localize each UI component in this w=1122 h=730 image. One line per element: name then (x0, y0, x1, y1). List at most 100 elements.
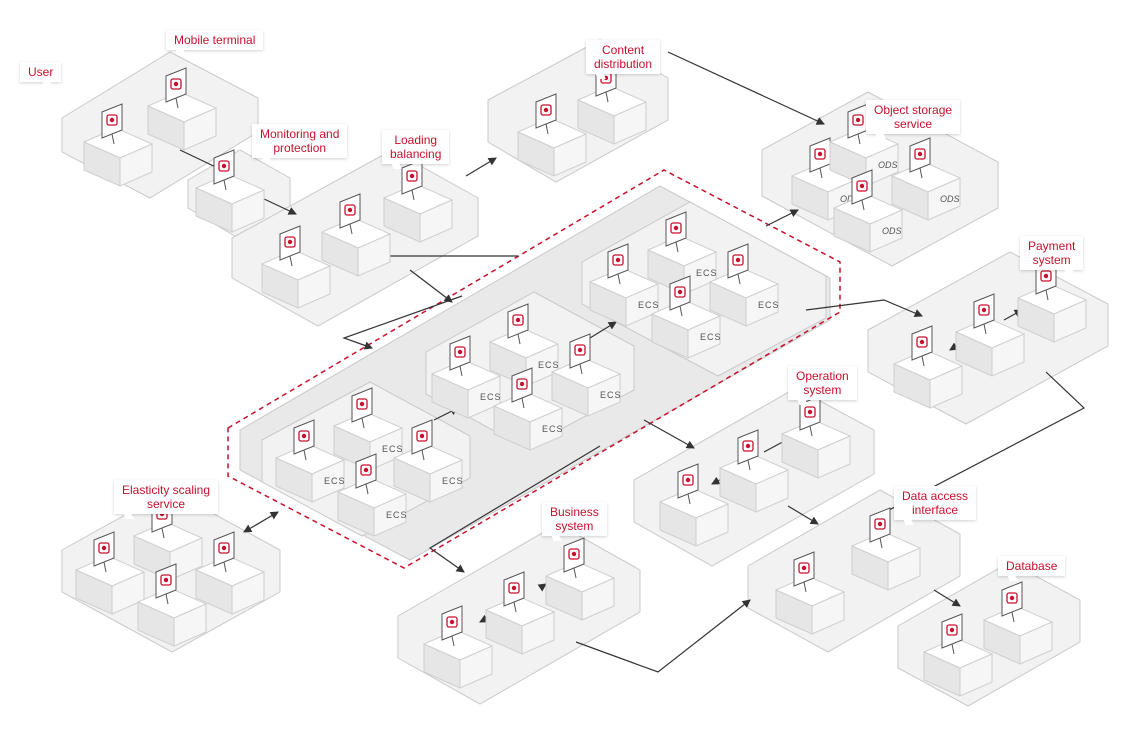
server-tag-ecs: ECS (758, 300, 780, 310)
operation-1-service-icon (682, 474, 694, 486)
ecs-r1-service-icon (612, 254, 624, 266)
content-1-service-icon (540, 104, 552, 116)
server-tag-ecs: ECS (696, 268, 718, 278)
connector-elasticity-to-ecs (243, 511, 279, 533)
server-tag-ecs: ECS (324, 476, 346, 486)
payment-2-service-icon (978, 304, 990, 316)
ecs-l2-service-icon (356, 398, 368, 410)
connector-loading-to-ods (765, 209, 799, 227)
ecs-l3-service-icon (360, 464, 372, 476)
ecs-r4-service-icon (732, 254, 744, 266)
server-box-business-3 (544, 537, 616, 621)
server-box-business-1 (422, 605, 494, 689)
server-box-payment-1 (892, 325, 964, 409)
server-tag-ecs: ECS (382, 444, 404, 454)
server-box-ods-2: ODS (828, 103, 900, 187)
ecs-l1-service-icon (298, 430, 310, 442)
server-box-data-2 (850, 507, 922, 591)
label-database: Database (998, 556, 1066, 576)
ecs-r3-service-icon (674, 286, 686, 298)
operation-2-service-icon (742, 440, 754, 452)
ecs-r2-service-icon (670, 222, 682, 234)
connectors (179, 51, 1086, 673)
loading-2-service-icon (344, 204, 356, 216)
payment-1-service-icon (916, 336, 928, 348)
server-box-database-1 (922, 613, 994, 697)
connector-business-to-data (575, 599, 751, 673)
ods-4-service-icon (914, 148, 926, 160)
connector-data-to-database (933, 589, 961, 607)
server-box-user (82, 103, 154, 187)
server-tag-ods: ODS (882, 226, 902, 236)
server-box-content-1 (516, 93, 588, 177)
server-box-payment-2 (954, 293, 1026, 377)
server-box-ecs-m2: ECS (488, 303, 560, 387)
connector-ecs-to-operation (643, 419, 695, 449)
loading-1-service-icon (284, 236, 296, 248)
platform-ecs-right (581, 201, 827, 377)
server-tag-ecs: ECS (480, 392, 502, 402)
connector-ecs-to-business (428, 445, 601, 573)
server-box-operation-1 (658, 463, 730, 547)
server-box-ecs-r3: ECS (650, 275, 722, 359)
data-1-service-icon (798, 562, 810, 574)
server-box-monitoring (194, 149, 266, 233)
ecs-l4-service-icon (416, 430, 428, 442)
connector-loading-to-content (465, 157, 497, 177)
connector-ecs-mid-to-right (589, 321, 617, 339)
payment-3-service-icon (1040, 270, 1052, 282)
label-content-distribution: Content distribution (586, 40, 661, 74)
server-box-ods-4: ODS (890, 137, 962, 221)
server-box-ecs-m3: ECS (492, 367, 564, 451)
elasticity-3-service-icon (160, 574, 172, 586)
server-tag-ecs: ECS (638, 300, 660, 310)
label-mobile-terminal: Mobile terminal (166, 30, 264, 50)
server-box-ecs-l4: ECS (392, 419, 464, 503)
ecs-m3-service-icon (516, 378, 528, 390)
database-2-service-icon (1006, 592, 1018, 604)
server-tag-ods: ODS (940, 194, 960, 204)
server-tag-ods: ODS (878, 160, 898, 170)
server-box-mobile-terminal (146, 67, 218, 151)
server-box-elasticity-1 (74, 531, 146, 615)
connector-business-internal-2 (537, 583, 547, 592)
label-monitoring: Monitoring and protection (252, 124, 348, 158)
server-box-elasticity-3 (136, 563, 208, 647)
connector-content-to-ods (667, 51, 825, 125)
server-box-elasticity-4 (194, 531, 266, 615)
elasticity-4-service-icon (218, 542, 230, 554)
label-data-access: Data access interface (894, 486, 977, 520)
business-2-service-icon (508, 582, 520, 594)
label-operation-system: Operation system (788, 366, 857, 400)
connector-ecs-loop (342, 295, 463, 350)
server-box-loading-2 (320, 193, 392, 277)
server-box-operation-2 (718, 429, 790, 513)
server-tag-ecs: ECS (700, 332, 722, 342)
server-box-database-2 (982, 581, 1054, 665)
server-box-ecs-r4: ECS (708, 243, 780, 327)
label-loading-balancing: Loading balancing (382, 130, 450, 164)
label-elasticity: Elasticity scaling service (114, 480, 219, 514)
connector-payment-to-data (869, 371, 1086, 521)
server-tag-ecs: ECS (538, 360, 560, 370)
ecs-zone-border (227, 169, 841, 569)
server-box-ecs-r1: ECS (588, 243, 660, 327)
server-tag-ecs: ECS (386, 510, 408, 520)
business-3-service-icon (568, 548, 580, 560)
ecs-m2-service-icon (512, 314, 524, 326)
connector-ecs-to-payment (805, 299, 923, 318)
server-box-ods-3: ODS (832, 169, 904, 253)
connector-operation-to-data (787, 505, 819, 525)
server-box-ecs-m4: ECS (550, 333, 622, 417)
ecs-m1-service-icon (454, 346, 466, 358)
connector-loading-to-ecs (409, 269, 453, 303)
mobile-terminal-service-icon (170, 78, 182, 90)
label-business-system: Business system (542, 502, 607, 536)
server-tag-ecs: ECS (442, 476, 464, 486)
data-2-service-icon (874, 518, 886, 530)
user-service-icon (106, 114, 118, 126)
server-box-ecs-l3: ECS (336, 453, 408, 537)
label-object-storage: Object storage service (866, 100, 961, 134)
